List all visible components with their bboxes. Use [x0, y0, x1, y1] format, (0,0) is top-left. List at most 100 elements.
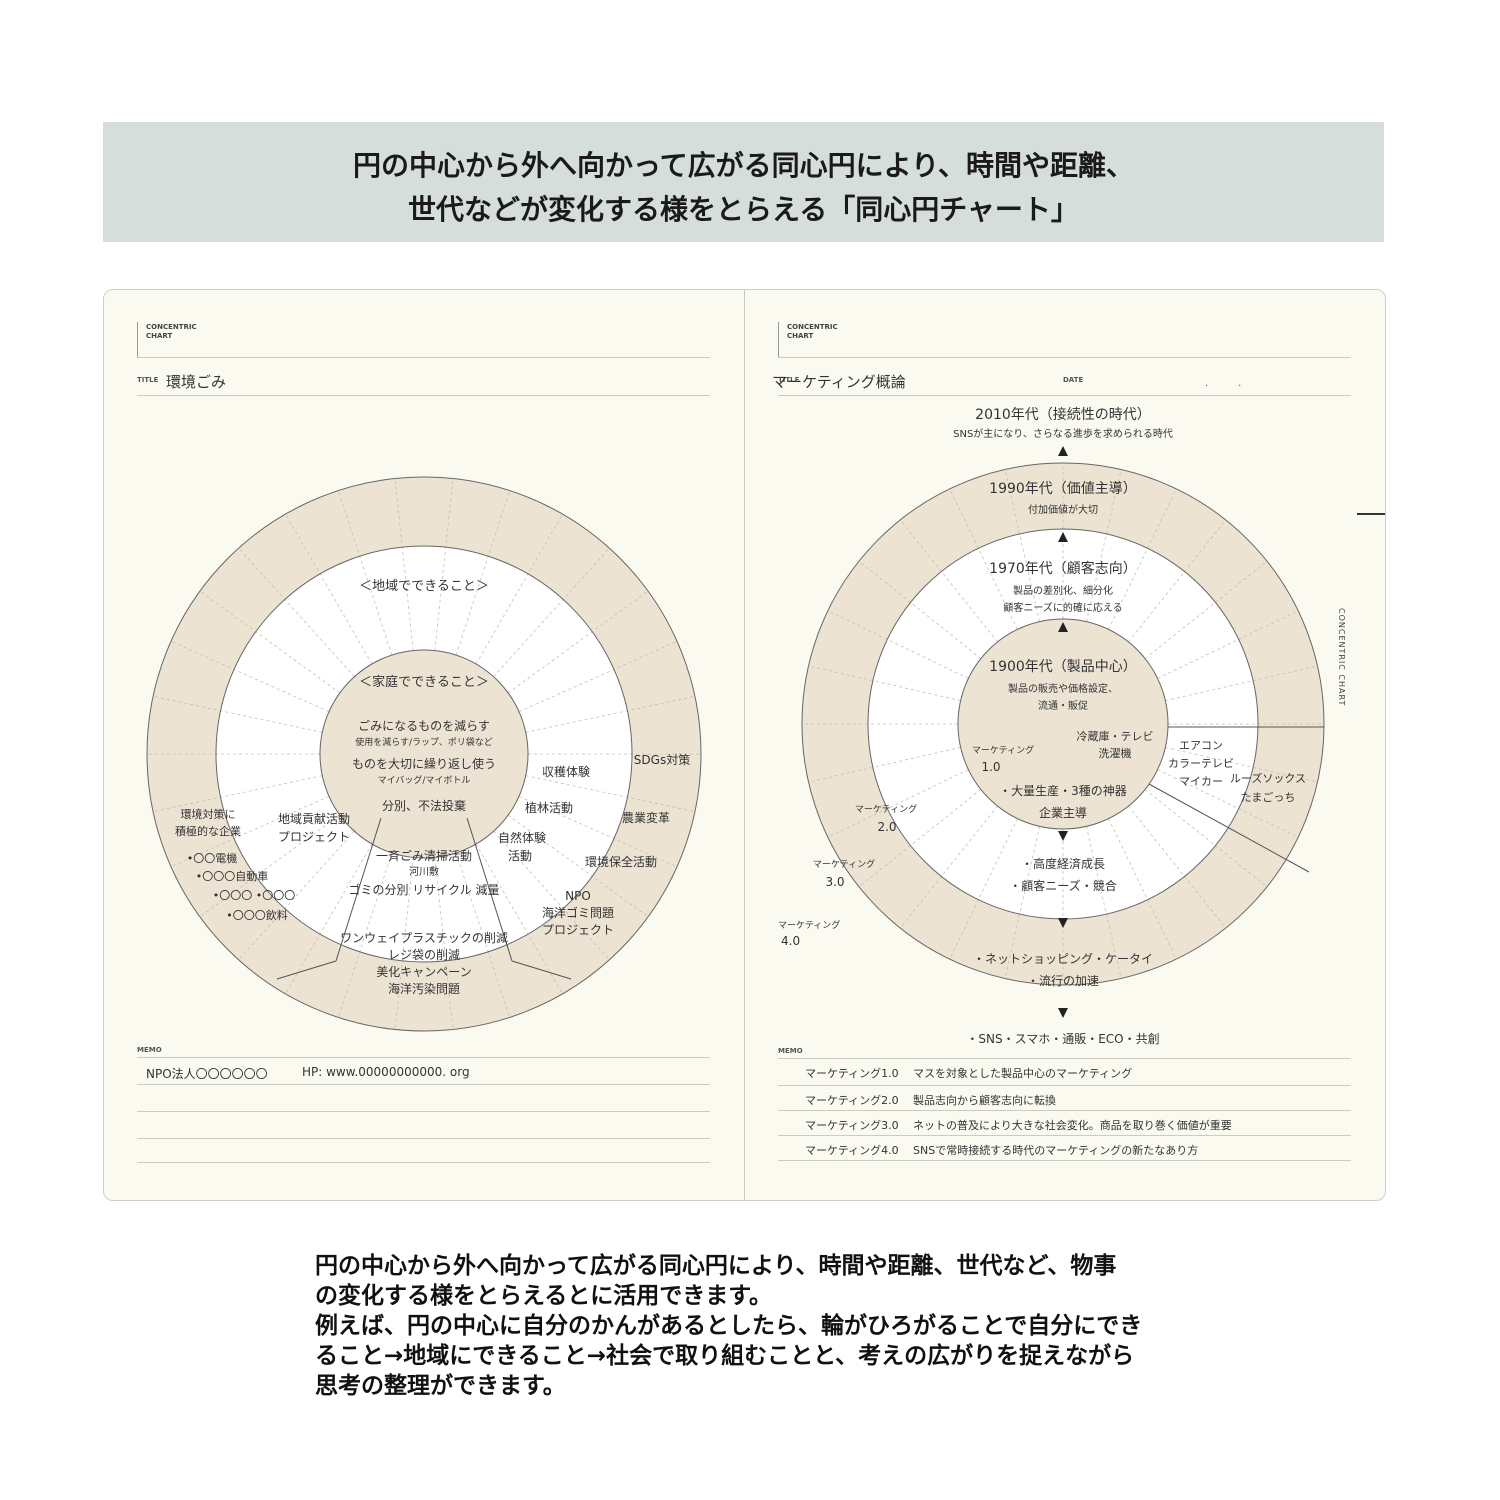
spoke-line: [238, 547, 355, 677]
header-bar: [778, 322, 779, 357]
cc-line-2: CHART: [787, 332, 814, 340]
spoke-line: [518, 640, 678, 713]
spoke-line: [1108, 818, 1177, 960]
memo-line: [137, 1057, 710, 1058]
outer-item: レジ袋の削減: [388, 947, 460, 962]
right-concentric-chart: 2010年代（接続性の時代） SNSが主になり、さらなる進歩を求められる時代 1…: [778, 406, 1325, 1046]
era-desc: 流通・販促: [1038, 699, 1088, 712]
spoke-line: [455, 490, 510, 656]
spoke-line: [808, 665, 961, 702]
middle-item: 一斉ごみ清掃活動: [376, 848, 472, 863]
spoke-line: [827, 610, 969, 679]
title-rule: [137, 395, 710, 396]
sector-mid-item: カラーテレビ: [1168, 757, 1234, 770]
page-title: マーケティング概論: [772, 373, 906, 391]
memo-line: [137, 1162, 710, 1163]
spoke-line: [507, 814, 649, 918]
sector-divider: [1148, 783, 1310, 873]
spoke-line: [1128, 519, 1227, 643]
memo-line: [778, 1085, 1351, 1086]
stage-version: 1.0: [981, 760, 1000, 774]
memo-key: マーケティング4.0: [805, 1144, 899, 1157]
sector-out-item: ルーズソックス: [1230, 771, 1306, 785]
inner-heading: ＜家庭でできること＞: [359, 674, 489, 690]
memo-line: [778, 1110, 1351, 1111]
description-line: 例えば、円の中心に自分のかんがあるとしたら、輪がひろがることで自分にでき: [315, 1313, 1143, 1339]
outer-item: 海洋汚染問題: [388, 981, 460, 996]
spoke-line: [1108, 488, 1177, 630]
spoke-line: [1004, 469, 1041, 622]
outer-item: NPO: [565, 889, 591, 903]
memo-key: マーケティング2.0: [805, 1094, 899, 1107]
inner-ring-edge: [957, 618, 1169, 830]
outer-item: プロジェクト: [542, 923, 614, 937]
spoke-line: [199, 814, 341, 918]
outer-item: 海洋ゴミ問題: [542, 905, 614, 920]
spoke-line: [285, 843, 373, 995]
spoke-line: [493, 831, 610, 961]
spoke-line: [455, 852, 510, 1018]
era-desc: SNSが主になり、さらなる進歩を求められる時代: [953, 427, 1173, 440]
middle-item: 活動: [508, 849, 532, 863]
spoke-line: [434, 478, 454, 651]
memo-hp: HP: www.00000000000. org: [302, 1065, 470, 1079]
middle-item: プロジェクト: [278, 830, 350, 844]
spoke-line: [170, 640, 330, 713]
spoke-line: [808, 746, 961, 783]
description-line: ること→地域にできること→社会で取り組むことと、考えの広がりを捉えながら: [315, 1343, 1135, 1369]
spoke-line: [1004, 826, 1041, 979]
spoke-line: [949, 818, 1018, 960]
inner-ring-edge: [319, 649, 529, 859]
spoke-line: [1085, 469, 1122, 622]
left-page: CONCENTRIC CHART TITLE 環境ごみ ＜地域でできること＞ ＜…: [104, 290, 744, 1200]
outer-item: 美化キャンペーン: [376, 965, 471, 979]
spoke-line: [434, 857, 454, 1030]
third-ring-item: ・ネットショッピング・ケータイ: [973, 952, 1153, 966]
inner-item-sub: マイバッグ/マイボトル: [378, 774, 471, 786]
sector-divider: [466, 817, 513, 962]
outer-item: •〇〇〇 •〇〇〇: [213, 889, 295, 902]
outer-item: •〇〇〇飲料: [226, 908, 288, 922]
down-arrow-icon: [1058, 918, 1068, 928]
left-concentric-chart: ＜地域でできること＞ ＜家庭でできること＞ ごみになるものを減らす 使用を減らす…: [146, 476, 702, 1032]
cc-line-1: CONCENTRIC: [787, 323, 838, 331]
inner-hub-fill: [320, 650, 528, 858]
outer-item: ・SNS・スマホ・通販・ECO・共創: [966, 1032, 1159, 1046]
stage-version: 2.0: [877, 820, 896, 834]
spoke-line: [1157, 610, 1299, 679]
spoke-line: [899, 519, 998, 643]
era-desc: 製品の販売や価格設定、: [1008, 682, 1118, 695]
second-ring-item: ・高度経済成長: [1021, 856, 1105, 871]
spoke-line: [1157, 769, 1299, 838]
spoke-line: [525, 775, 696, 812]
notebook-spread: CONCENTRIC CHART CONCENTRIC CHART TITLE …: [103, 289, 1386, 1201]
outer-item: 積極的な企業: [175, 824, 241, 838]
memo-value: マスを対象とした製品中心のマーケティング: [913, 1067, 1133, 1080]
middle-item: 収穫体験: [542, 764, 590, 779]
memo-org: NPO法人〇〇〇〇〇〇: [146, 1067, 268, 1081]
up-arrow-icon: [1058, 622, 1068, 632]
spoke-line: [899, 805, 998, 929]
title-label: TITLE: [137, 376, 159, 384]
down-arrow-icon: [1058, 831, 1068, 841]
spoke-line: [394, 478, 414, 651]
inner-item: 洗濯機: [1099, 746, 1132, 760]
spoke-line: [170, 795, 330, 868]
era-desc: 製品の差別化、細分化: [1013, 584, 1113, 597]
memo-value: ネットの普及により大きな社会変化。商品を取り巻く価値が重要: [913, 1119, 1232, 1132]
spoke-line: [1128, 805, 1227, 929]
spoke-line: [507, 590, 649, 694]
memo-line: [137, 1138, 710, 1139]
stage-name: マーケティング: [855, 803, 917, 815]
banner-line-2: 世代などが変化する様をとらえる「同心円チャート」: [408, 193, 1079, 226]
page-title: 環境ごみ: [166, 373, 227, 391]
spoke-line: [338, 490, 393, 656]
second-ring-item: ・顧客ニーズ・競合: [1009, 878, 1116, 893]
stage-name: マーケティング: [778, 919, 840, 931]
up-arrow-icon: [1058, 446, 1068, 456]
outer-item: 環境保全活動: [585, 854, 657, 869]
spoke-line: [1085, 826, 1122, 979]
sector-mid-item: エアコン: [1179, 739, 1223, 752]
index-tab-mark: [1357, 513, 1385, 515]
spoke-line: [1144, 789, 1268, 888]
